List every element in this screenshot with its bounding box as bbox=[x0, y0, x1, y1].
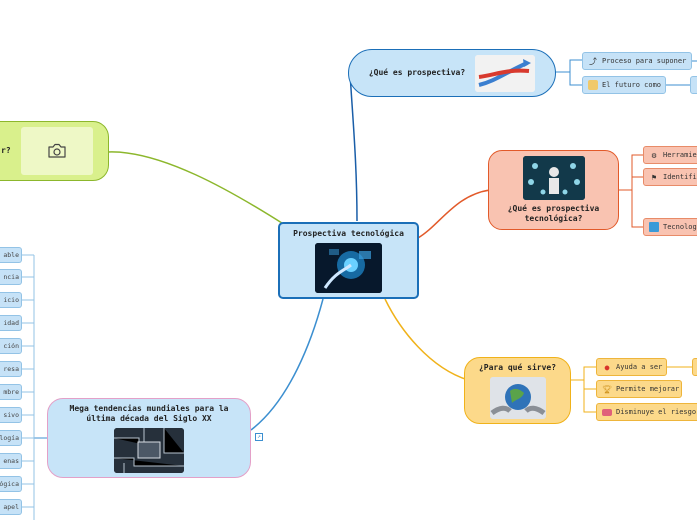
mega-child-6[interactable]: resa bbox=[0, 361, 22, 377]
mega-child-9[interactable]: logía bbox=[0, 430, 22, 446]
leaf-ayuda-a-ser-label: Ayuda a ser bbox=[616, 363, 663, 371]
cassette-icon bbox=[602, 408, 612, 416]
central-topic-image bbox=[315, 242, 382, 293]
leaf-el-futuro-como[interactable]: El futuro como bbox=[582, 76, 666, 94]
branch-que-es-prospectiva-title: ¿Qué es prospectiva? bbox=[368, 68, 466, 77]
mega-child-8[interactable]: sivo bbox=[0, 407, 22, 423]
scroll-icon bbox=[588, 80, 598, 90]
branch-mega-tendencias[interactable]: Mega tendencias mundiales para la última… bbox=[47, 398, 251, 478]
pin-icon: ● bbox=[604, 362, 610, 372]
leaf-herramientas-label: Herramie bbox=[663, 151, 697, 159]
leaf-tecnologia-label: Tecnolog bbox=[663, 223, 697, 231]
flow-arrows-icon: ⤴ bbox=[589, 56, 597, 66]
leaf-disminuye-el-riesgo[interactable]: Disminuye el riesgo bbox=[596, 403, 697, 421]
branch-que-es-prospectiva-tecnologica-title: ¿Qué es prospectiva tecnológica? bbox=[507, 204, 600, 223]
leaf-identifica[interactable]: ⚑ Identifi bbox=[643, 168, 697, 186]
tech-person-image bbox=[522, 156, 585, 200]
mega-child-1[interactable]: able bbox=[0, 247, 22, 263]
circuit-board-image bbox=[114, 427, 184, 473]
mega-child-4[interactable]: idad bbox=[0, 315, 22, 331]
mega-child-5[interactable]: ción bbox=[0, 338, 22, 354]
leaf-el-futuro-como-label: El futuro como bbox=[602, 81, 662, 89]
branch-para-que-sirve-title: ¿Para qué sirve? bbox=[478, 362, 557, 372]
mega-child-12[interactable]: apel bbox=[0, 499, 22, 515]
branch-mega-tendencias-title: Mega tendencias mundiales para la última… bbox=[69, 403, 229, 423]
mega-child-3[interactable]: icio bbox=[0, 292, 22, 308]
leaf-proceso-para-suponer[interactable]: ⤴ Proceso para suponer bbox=[582, 52, 692, 70]
signpost-icon: ⚑ bbox=[651, 172, 657, 182]
trophy-icon: 🏆︎ bbox=[601, 384, 613, 394]
leaf-permite-mejorar-label: Permite mejorar bbox=[616, 385, 680, 393]
branch-que-es-prospectiva-tecnologica[interactable]: ¿Qué es prospectiva tecnológica? bbox=[488, 150, 619, 230]
leaf-ayuda-a-ser-child[interactable] bbox=[692, 358, 697, 376]
mega-child-2[interactable]: ncia bbox=[0, 269, 22, 285]
mega-child-10[interactable]: enas bbox=[0, 453, 22, 469]
leaf-ayuda-a-ser[interactable]: ● Ayuda a ser bbox=[596, 358, 667, 376]
monitor-icon bbox=[649, 222, 659, 232]
mega-child-7[interactable]: mbre bbox=[0, 384, 22, 400]
leaf-el-futuro-como-child[interactable] bbox=[690, 76, 697, 94]
external-link-icon[interactable]: ↗ bbox=[255, 433, 263, 441]
leaf-identifica-label: Identifi bbox=[663, 173, 697, 181]
branch-para-que-sirve[interactable]: ¿Para qué sirve? bbox=[464, 357, 571, 424]
leaf-tecnologia[interactable]: Tecnolog bbox=[643, 218, 697, 236]
leaf-permite-mejorar[interactable]: 🏆︎ Permite mejorar bbox=[596, 380, 682, 398]
branch-left-top[interactable]: r? bbox=[0, 121, 109, 181]
globe-hands-image bbox=[489, 376, 546, 419]
branch-que-es-prospectiva[interactable]: ¿Qué es prospectiva? bbox=[348, 49, 556, 97]
arrows-image bbox=[475, 54, 536, 92]
branch-left-top-title: r? bbox=[1, 146, 11, 155]
central-topic-title: Prospectiva tecnológica bbox=[293, 228, 404, 238]
gear-icon: ⚙ bbox=[651, 150, 657, 160]
central-topic[interactable]: Prospectiva tecnológica bbox=[278, 222, 419, 299]
camera-icon bbox=[48, 143, 66, 158]
mega-child-11[interactable]: ógica bbox=[0, 476, 22, 492]
leaf-herramientas[interactable]: ⚙ Herramie bbox=[643, 146, 697, 164]
image-placeholder[interactable] bbox=[20, 127, 93, 175]
leaf-disminuye-el-riesgo-label: Disminuye el riesgo bbox=[616, 408, 697, 416]
leaf-proceso-para-suponer-label: Proceso para suponer bbox=[602, 57, 687, 65]
